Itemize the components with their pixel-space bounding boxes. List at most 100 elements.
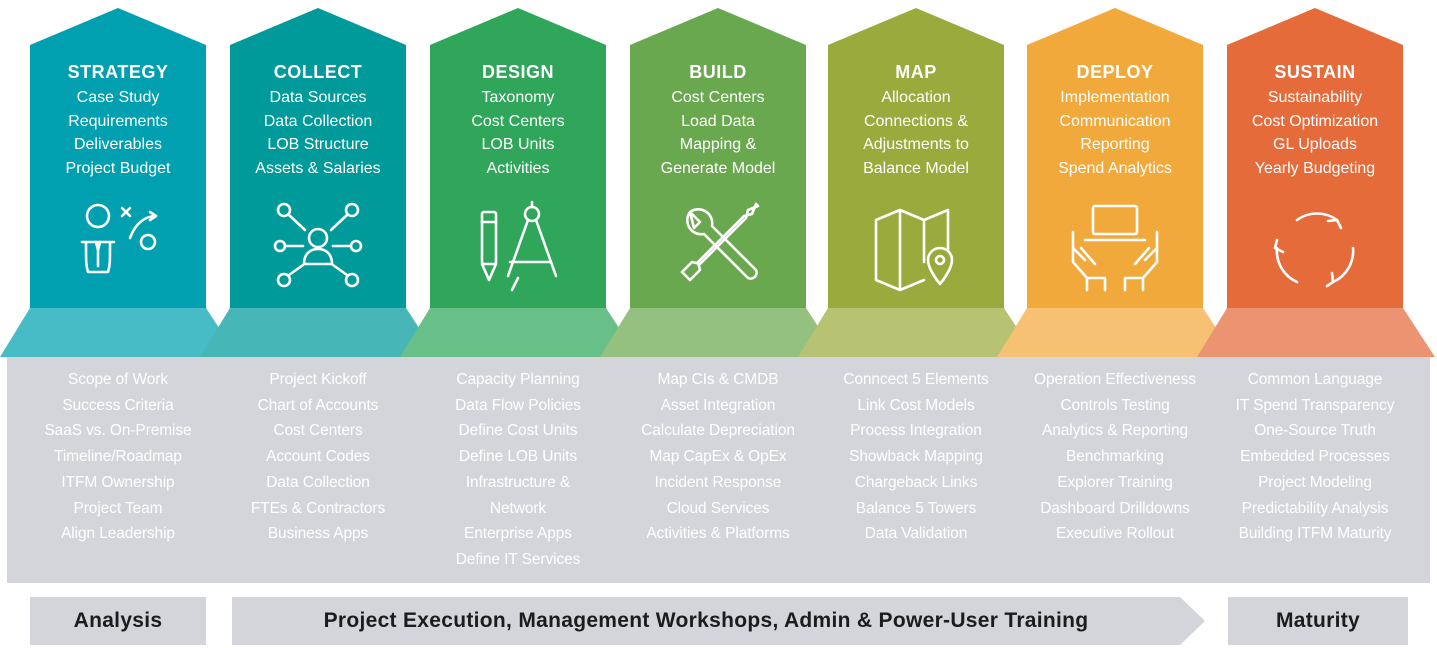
phase-item: Implementation: [1060, 89, 1170, 106]
phase-task: Cost Centers: [273, 422, 363, 440]
phase-connector-deploy: [997, 308, 1235, 357]
phase-task: Infrastructure &: [465, 473, 571, 491]
phase-task: Benchmarking: [1066, 448, 1164, 466]
wrench-screwdriver-icon: [670, 198, 766, 294]
phase-item: Load Data: [681, 112, 755, 130]
phase-task: Executive Rollout: [1055, 525, 1175, 543]
phase-connector-sustain: [1197, 308, 1435, 357]
phase-connector-map: [798, 308, 1036, 357]
phase-title: DEPLOY: [1076, 62, 1154, 82]
phase-title: BUILD: [689, 62, 747, 82]
phase-task: One-Source Truth: [1254, 422, 1376, 440]
footer-execution-arrow: [232, 597, 1205, 645]
phase-task: Calculate Depreciation: [641, 422, 795, 440]
footer-maturity-box: [1228, 597, 1408, 645]
phase-item: Spend Analytics: [1058, 159, 1172, 177]
phase-item: Adjustments to: [863, 136, 969, 153]
phase-task: Explorer Training: [1057, 473, 1173, 491]
phase-task: Balance 5 Towers: [855, 499, 977, 517]
phase-task: Project Kickoff: [269, 371, 367, 388]
phase-task: Controls Testing: [1060, 396, 1170, 414]
phase-task: Data Validation: [864, 525, 968, 543]
phase-task: Enterprise Apps: [464, 525, 572, 543]
phase-item: LOB Units: [481, 136, 555, 153]
phase-item: Mapping &: [679, 136, 757, 153]
phase-connector-build: [600, 308, 838, 357]
phase-title: DESIGN: [481, 62, 554, 82]
phase-task: SaaS vs. On-Premise: [44, 422, 192, 440]
phase-arrow-map: [828, 8, 1004, 308]
phase-item: Taxonomy: [481, 89, 555, 106]
footer-execution-label: Project Execution, Management Workshops,…: [323, 609, 1089, 632]
phase-item: Data Collection: [263, 112, 373, 130]
phase-connector-design: [400, 308, 638, 357]
footer-analysis-label: Analysis: [73, 609, 163, 632]
phase-item: LOB Structure: [267, 136, 369, 153]
phase-task: Account Codes: [266, 448, 370, 466]
phase-task: Activities & Platforms: [646, 525, 790, 543]
phase-connector-strategy: [0, 308, 238, 357]
phase-task: Cloud Services: [666, 499, 770, 517]
phase-item: Sustainability: [1267, 89, 1363, 106]
phase-task: Data Flow Policies: [455, 396, 581, 414]
phase-title: MAP: [895, 62, 937, 82]
footer-analysis-box: [30, 597, 206, 645]
phase-task: Link Cost Models: [857, 396, 975, 414]
phase-task: Success Criteria: [62, 396, 174, 414]
phase-item: Assets & Salaries: [255, 159, 381, 177]
phase-task: Asset Integration: [660, 396, 776, 414]
phase-task: Network: [489, 499, 547, 517]
phase-task: Define Cost Units: [458, 422, 578, 440]
phase-item: Connections &: [863, 112, 969, 130]
phase-task: Timeline/Roadmap: [54, 448, 182, 466]
phase-item: Communication: [1059, 112, 1171, 130]
phase-item: Cost Optimization: [1251, 112, 1379, 130]
phase-task: IT Spend Transparency: [1235, 396, 1395, 414]
phase-connector-collect: [200, 308, 438, 357]
phase-task: Data Collection: [266, 473, 370, 491]
phase-item: Reporting: [1080, 136, 1150, 153]
phase-item: Deliverables: [73, 136, 163, 153]
phase-task: Align Leadership: [61, 525, 175, 543]
phase-task: Operation Effectiveness: [1034, 371, 1196, 388]
phase-task: Define LOB Units: [458, 448, 578, 466]
phase-task: Conncect 5 Elements: [843, 371, 989, 388]
phase-item: Allocation: [881, 89, 951, 106]
phase-item: Yearly Budgeting: [1254, 159, 1376, 177]
phase-arrow-strategy: [30, 8, 206, 308]
phase-task: FTEs & Contractors: [250, 499, 386, 517]
phase-arrow-sustain: [1227, 8, 1403, 308]
map-pin-icon: [868, 198, 964, 294]
phase-task: Scope of Work: [67, 371, 169, 388]
phase-task: Map CIs & CMDB: [657, 371, 779, 388]
phase-task: Project Modeling: [1258, 473, 1372, 491]
phase-arrow-design: [430, 8, 606, 308]
phase-item: Case Study: [76, 89, 160, 106]
phase-item: GL Uploads: [1273, 136, 1357, 153]
network-people-icon: [270, 198, 366, 294]
phase-task: Dashboard Drilldowns: [1040, 499, 1190, 517]
phase-task: Common Language: [1247, 371, 1383, 388]
phase-task: Analytics & Reporting: [1041, 422, 1189, 440]
phase-task: Showback Mapping: [849, 448, 983, 466]
phase-task: ITFM Ownership: [61, 473, 175, 491]
cycle-arrows-icon: [1267, 198, 1363, 294]
